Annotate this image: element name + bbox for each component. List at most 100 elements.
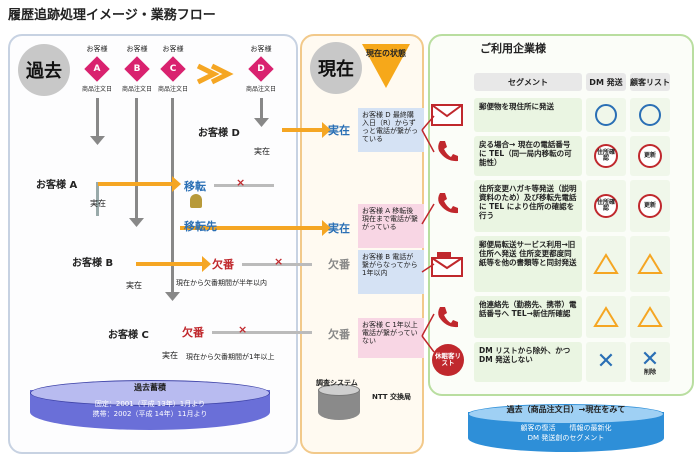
cross-mark-icon: × xyxy=(238,323,248,336)
foot-line1: 顧客の復活 情報の最新化 xyxy=(520,424,612,432)
exist-label: 実在 xyxy=(254,147,270,156)
customer-c-label: お客様 C xyxy=(108,330,149,341)
system-label: 調査システム xyxy=(316,379,358,387)
now-exist-d: 実在 xyxy=(328,124,350,137)
dm-cell-2: 住所確認 xyxy=(586,136,626,176)
now-exist-a: 実在 xyxy=(328,222,350,235)
customer-c-head: お客様 C 商品注文日 xyxy=(158,44,188,93)
triangle-mark-icon xyxy=(637,253,663,274)
missing-label: 欠番 xyxy=(182,326,204,339)
mail-icon xyxy=(430,100,464,130)
now-circle: 現在 xyxy=(310,42,362,94)
phone-icon xyxy=(430,302,464,332)
timeline-line xyxy=(260,98,263,120)
customer-letter: D xyxy=(257,64,265,74)
segment-row-5: 他連絡先（勤務先、携帯）電話番号へ TEL→新住所確認 xyxy=(474,296,582,338)
survey-system-icon xyxy=(318,384,360,424)
customer-a-head: お客様 A 商品注文日 xyxy=(82,44,112,93)
customer-letter: A xyxy=(93,64,101,74)
timeline-line xyxy=(135,98,138,220)
flow-line xyxy=(242,263,312,266)
list-cell-4 xyxy=(630,236,670,292)
cross-mark-icon: ✕ xyxy=(596,349,616,374)
customer-b-head: お客様 B 商品注文日 xyxy=(122,44,152,93)
order-date: 商品注文日 xyxy=(81,86,112,93)
order-date: 商品注文日 xyxy=(157,86,188,93)
dormant-list-badge: 休眠客リスト xyxy=(432,344,464,376)
arrow-down-icon xyxy=(165,292,180,301)
circle-mark-icon xyxy=(595,104,617,126)
cross-mark-icon: ✕ xyxy=(640,346,660,372)
moved-to-label: 移転先 xyxy=(184,220,217,233)
triangle-mark-icon xyxy=(637,306,663,327)
result-database xyxy=(468,404,664,454)
flow-arrow xyxy=(282,128,324,132)
user-title: ご利用企業様 xyxy=(480,42,546,55)
delete-label: 削除 xyxy=(643,368,656,376)
status-box-a: お客様 A 移転後現在まで電話が繋がっている xyxy=(358,204,424,248)
dm-cell-6: ✕ xyxy=(586,342,626,382)
update-stamp: 更新 xyxy=(638,144,662,168)
dm-cell-1 xyxy=(586,98,626,132)
past-label: 過去 xyxy=(26,61,62,82)
flow-arrow xyxy=(98,182,174,186)
db-line2: 携帯：2002（平成 14年）11月より xyxy=(92,410,208,418)
cross-mark-icon: × xyxy=(274,255,284,268)
timeline-line xyxy=(96,182,99,216)
segment-row-6: DM リストから除外、かつ DM 発送しない xyxy=(474,342,582,382)
exist-label: 実在 xyxy=(162,351,178,360)
customer-prefix: お客様 xyxy=(126,45,148,53)
mail-forward-icon xyxy=(430,250,464,280)
list-cell-3: 更新 xyxy=(630,180,670,232)
list-cell-6: ✕ 削除 xyxy=(630,342,670,382)
triangle-mark-icon xyxy=(593,253,619,274)
list-cell-2: 更新 xyxy=(630,136,670,176)
timeline-line xyxy=(96,98,99,138)
arrow-right-icon xyxy=(322,122,331,138)
exist-label: 実在 xyxy=(126,281,142,290)
now-missing-b: 欠番 xyxy=(328,258,350,271)
phone-icon xyxy=(430,136,464,166)
arrow-down-icon xyxy=(90,136,105,145)
arrow-right-icon xyxy=(322,220,331,236)
arrow-right-icon xyxy=(172,176,181,192)
segment-row-4: 郵便局転送サービス利用→旧住所へ発送 住所変更都度同紙等を他の書類等と同封発送 xyxy=(474,236,582,292)
b-period-note: 現在から欠番期間が半年以内 xyxy=(176,279,267,287)
update-stamp: 更新 xyxy=(638,194,662,218)
now-note: 現在の状態 xyxy=(366,49,406,58)
col-dm: DM 発送 xyxy=(586,73,626,91)
db-title: 過去蓄積 xyxy=(134,383,166,392)
c-period-note: 現在から欠番期間が1年以上 xyxy=(186,353,275,361)
col-list: 顧客リスト xyxy=(630,73,670,91)
customer-a-label: お客様 A xyxy=(36,180,78,191)
missing-label: 欠番 xyxy=(212,258,234,271)
page-title: 履歴追跡処理イメージ・業務フロー xyxy=(8,8,216,23)
person-icon xyxy=(190,194,202,208)
customer-d-head: お客様 D 商品注文日 xyxy=(246,44,276,93)
flow-arrow xyxy=(136,262,204,266)
col-segment: セグメント xyxy=(474,73,582,91)
dm-cell-3: 住所確認 xyxy=(586,180,626,232)
arrow-right-icon xyxy=(202,256,211,272)
arrow-down-icon xyxy=(254,118,269,127)
now-label: 現在 xyxy=(318,59,354,80)
address-confirm-stamp: 住所確認 xyxy=(594,144,618,168)
customer-d-label: お客様 D xyxy=(198,128,240,139)
flow-line xyxy=(214,184,274,187)
customer-letter: B xyxy=(133,64,141,74)
dm-cell-4 xyxy=(586,236,626,292)
customer-b-label: お客様 B xyxy=(72,258,114,269)
customer-prefix: お客様 xyxy=(162,45,184,53)
triangle-mark-icon xyxy=(593,306,619,327)
order-date: 商品注文日 xyxy=(245,86,276,93)
phone-icon xyxy=(430,188,464,218)
status-box-d: お客様 D 最終購入日（R）からずっと電話が繋がっている xyxy=(358,108,424,152)
segment-row-1: 郵便物を現住所に発送 xyxy=(474,98,582,132)
circle-mark-icon xyxy=(639,104,661,126)
exist-label: 実在 xyxy=(90,199,106,208)
foot-title: 過去（商品注文日）→現在をみて xyxy=(506,405,626,414)
address-confirm-stamp: 住所確認 xyxy=(594,194,618,218)
segment-row-3: 住所変更ハガキ等発送（説明資料のため）及び移転先電話に TEL により住所の確認… xyxy=(474,180,582,232)
arrow-down-icon xyxy=(129,218,144,227)
customer-prefix: お客様 xyxy=(250,45,272,53)
